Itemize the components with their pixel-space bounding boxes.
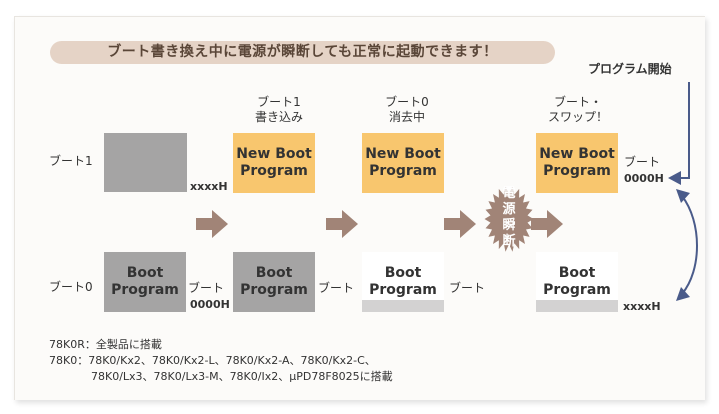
header-line: スワップ！ — [547, 110, 608, 124]
side-label-boot: ブート — [449, 281, 486, 295]
side-label-boot: ブート — [624, 155, 661, 169]
block-line: Program — [240, 163, 308, 179]
power-cut-char: 電 — [502, 186, 516, 201]
block-line: New Boot — [365, 146, 441, 162]
banner-title: ブート書き換え中に電源が瞬断しても正常に起動できます！ — [50, 41, 555, 64]
note-line-78k0r: 78K0R：全製品に搭載 — [49, 338, 162, 351]
flow-arrow — [196, 210, 228, 238]
side-label-boot: ブート — [188, 281, 225, 295]
swap-arrowhead-bottom — [676, 287, 690, 301]
address-label-xxxxH: xxxxH — [623, 300, 661, 313]
boot1-empty-block — [104, 133, 187, 192]
flow-arrow — [444, 210, 476, 238]
block-line: Boot — [126, 265, 164, 281]
block-line: Boot — [384, 265, 422, 281]
side-label-boot: ブート — [318, 281, 355, 295]
power-cut-burst — [484, 186, 534, 252]
block-line: Program — [543, 163, 611, 179]
row-label-boot1: ブート1 — [49, 154, 93, 168]
block-line: New Boot — [236, 146, 312, 162]
program-start-arrowhead — [668, 171, 681, 185]
flow-arrow — [531, 210, 563, 238]
note-line-78k0: 78K0：78K0/Kx2、78K0/Kx2-L、78K0/Kx2-A、78K0… — [49, 354, 376, 367]
header-line: ブート0 — [385, 95, 429, 109]
header-line: 書き込み — [254, 110, 303, 124]
address-label-xxxxH: xxxxH — [190, 180, 228, 193]
header-boot-swap: ブート・ スワップ！ — [523, 95, 633, 125]
block-line: Program — [369, 163, 437, 179]
swap-arrowhead-top — [676, 189, 690, 203]
row-label-boot0: ブート0 — [49, 280, 93, 294]
header-boot1-write: ブート1 書き込み — [224, 95, 334, 125]
header-line: ブート・ — [553, 95, 602, 109]
power-cut-char: 断 — [502, 234, 516, 249]
block-line: Program — [240, 282, 308, 298]
program-start-arrow — [680, 82, 690, 179]
flow-arrow — [326, 210, 358, 238]
address-label-0000H: 0000H — [190, 298, 230, 311]
header-boot0-erase: ブート0 消去中 — [352, 95, 462, 125]
program-start-label: プログラム開始 — [588, 62, 672, 76]
address-label-0000H: 0000H — [624, 172, 664, 185]
block-line: Program — [369, 282, 437, 298]
power-cut-char: 源 — [502, 202, 516, 217]
block-line: New Boot — [539, 146, 615, 162]
block-line: Boot — [558, 265, 596, 281]
note-line-78k0-cont: 78K0/Lx3、78K0/Lx3-M、78K0/Ix2、μPD78F8025に… — [91, 370, 393, 383]
block-line: Program — [111, 282, 179, 298]
diagram-panel — [14, 16, 705, 400]
swap-curve-arrow — [681, 195, 698, 295]
block-line: Program — [543, 282, 611, 298]
power-cut-label: 電 源 瞬 断 — [497, 186, 521, 250]
header-line: 消去中 — [388, 110, 425, 124]
block-line: Boot — [255, 265, 293, 281]
header-line: ブート1 — [257, 95, 301, 109]
power-cut-char: 瞬 — [502, 218, 516, 233]
